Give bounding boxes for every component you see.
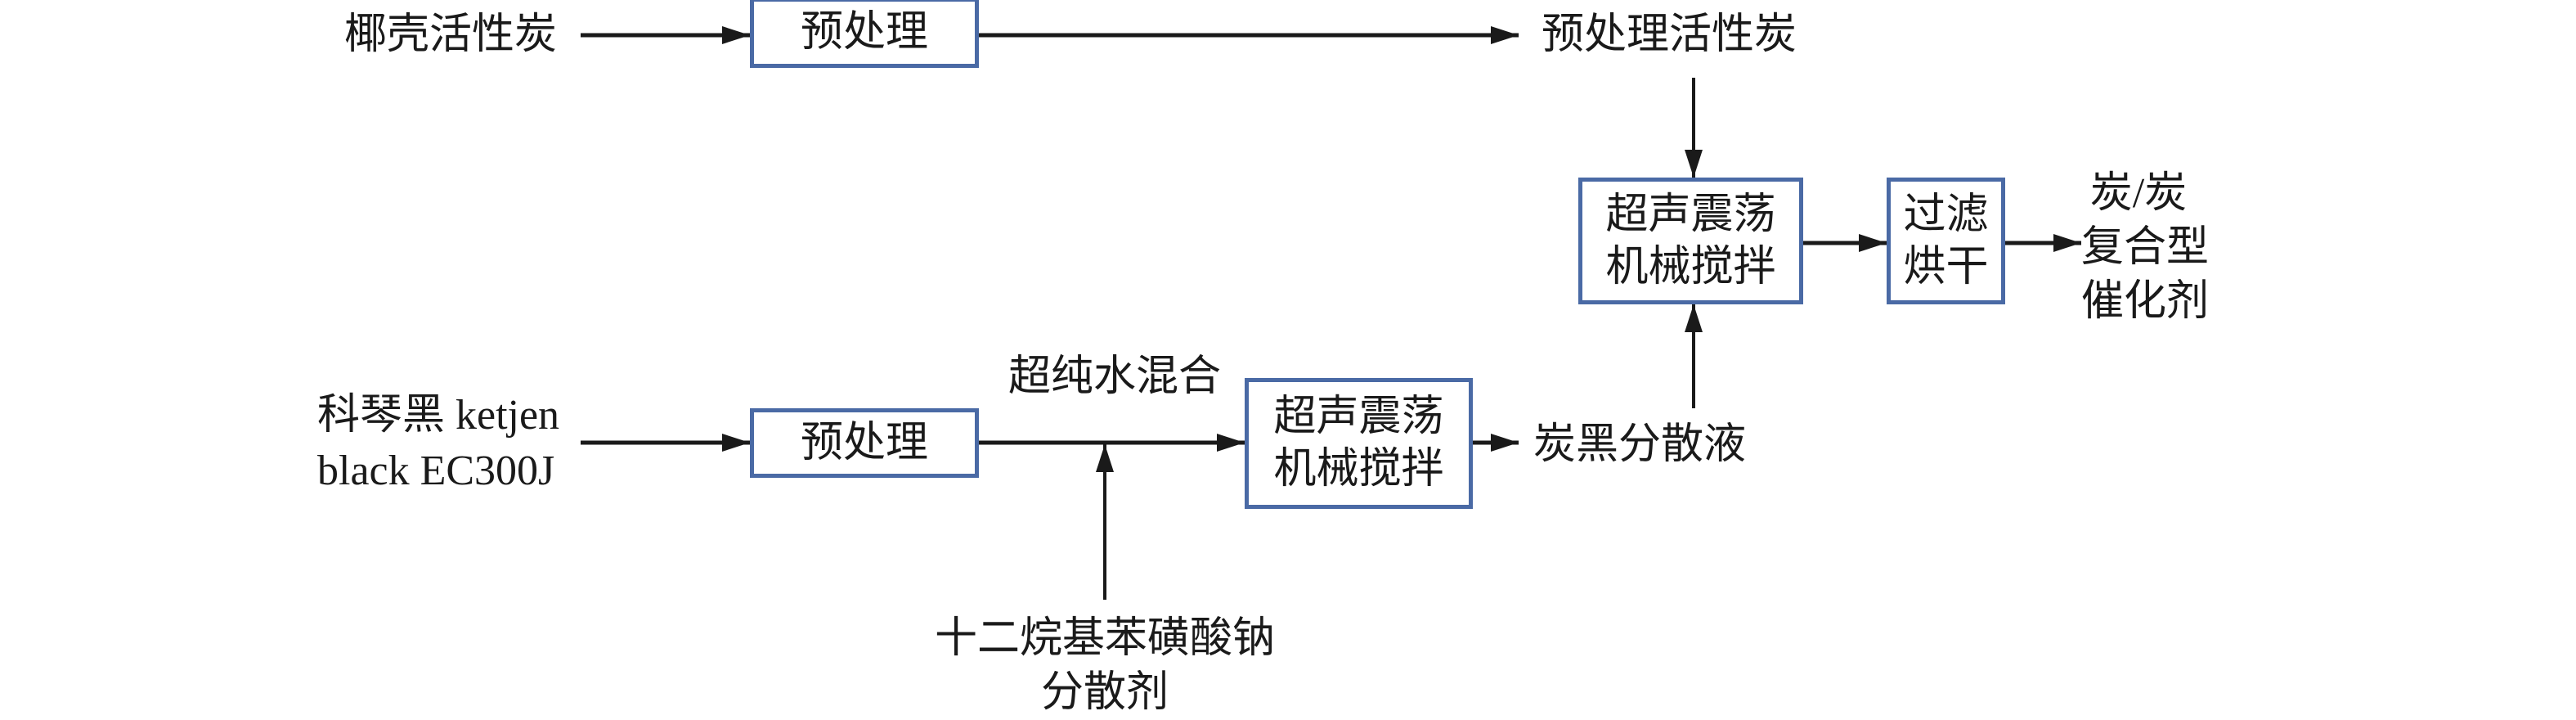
box-ultrasonic-bottom-line2: 机械搅拌 — [1273, 446, 1444, 493]
label-pretreated-activated-carbon: 预处理活性炭 — [1542, 11, 1797, 58]
label-product-line2: 复合型 — [2081, 224, 2210, 271]
box-ultrasonic-top-line1: 超声震荡 — [1605, 191, 1776, 238]
label-dispersant: 十二烷基苯磺酸钠 分散剂 — [916, 612, 1294, 720]
label-carbon-black-dispersion: 炭黑分散液 — [1533, 421, 1747, 468]
box-pretreat-bottom: 预处理 — [750, 408, 979, 478]
box-filter-dry: 过滤 烘干 — [1887, 178, 2005, 304]
box-ultrasonic-bottom: 超声震荡 机械搅拌 — [1245, 378, 1473, 509]
label-ketjen-line2: black EC300J — [317, 448, 555, 494]
label-dispersant-line2: 分散剂 — [1040, 669, 1169, 716]
box-pretreat-bottom-text: 预处理 — [800, 419, 928, 466]
label-ultrapure-water-mix: 超纯水混合 — [1008, 353, 1222, 400]
label-product-line3: 催化剂 — [2081, 278, 2210, 325]
label-product-catalyst: 炭/炭 复合型 催化剂 — [2081, 167, 2210, 329]
label-product-line1: 炭/炭 — [2089, 170, 2188, 217]
box-filter-dry-line2: 烘干 — [1903, 243, 1989, 290]
box-pretreat-top: 预处理 — [750, 0, 979, 68]
label-coconut-activated-carbon: 椰壳活性炭 — [344, 11, 558, 58]
box-ultrasonic-top: 超声震荡 机械搅拌 — [1578, 178, 1803, 304]
label-ketjen-black: 科琴黑 ketjen black EC300J — [317, 388, 559, 499]
label-ketjen-line1: 科琴黑 ketjen — [317, 392, 560, 439]
box-pretreat-top-text: 预处理 — [800, 9, 928, 56]
box-filter-dry-line1: 过滤 — [1903, 191, 1989, 238]
box-ultrasonic-top-line2: 机械搅拌 — [1605, 243, 1776, 290]
label-dispersant-line1: 十二烷基苯磺酸钠 — [934, 615, 1275, 662]
box-ultrasonic-bottom-line1: 超声震荡 — [1273, 394, 1444, 440]
